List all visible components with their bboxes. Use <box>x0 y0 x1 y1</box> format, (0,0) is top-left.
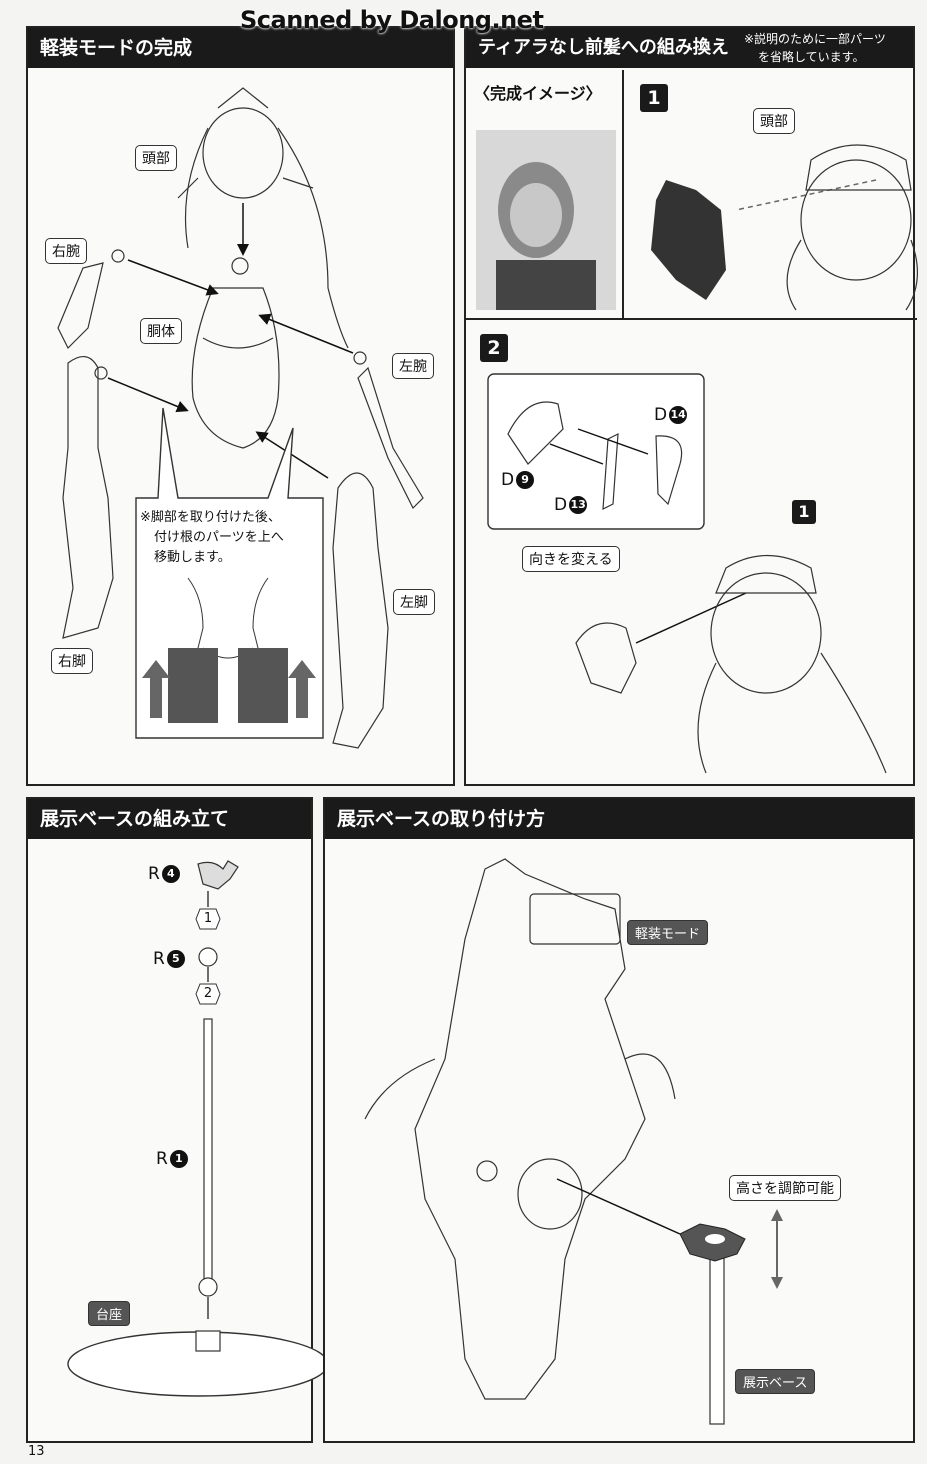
part-r5-number: 5 <box>166 950 185 968</box>
part-d13: D 13 <box>554 495 588 515</box>
panel-title: 軽装モードの完成 <box>28 28 453 68</box>
part-r1: R 1 <box>156 1149 188 1169</box>
complete-image-label: 〈完成イメージ〉 <box>474 84 602 103</box>
up-arrow-left <box>142 660 170 718</box>
part-r1-letter: R <box>156 1149 168 1169</box>
label-head-step1: 頭部 <box>753 108 795 134</box>
callout-note-line-1: ※脚部を取り付けた後、 <box>140 510 281 525</box>
base-assembly-illustration <box>67 860 329 1397</box>
label-base-stand: 台座 <box>88 1301 131 1326</box>
part-r4-letter: R <box>148 864 160 884</box>
part-d9-number: 9 <box>516 471 535 489</box>
step-2-ref-badge: 1 <box>792 500 816 524</box>
omission-note-line-2: を省略しています。 <box>758 50 865 64</box>
panel-light-mode: 軽装モードの完成 <box>26 26 455 786</box>
label-turn-direction: 向きを変える <box>522 546 620 572</box>
left-leg-part <box>332 472 389 749</box>
head-part <box>177 87 349 349</box>
label-torso: 胴体 <box>140 318 182 344</box>
panel-no-tiara: ティアラなし前髪への組み換え ※説明のために一部パーツ を省略しています。 〈完… <box>464 26 919 786</box>
step-1-illustration <box>651 144 919 311</box>
step-1-badge: 1 <box>640 84 668 112</box>
part-r4: R 4 <box>148 864 180 884</box>
panel-base-assembly: 展示ベースの組み立て R 4 R 5 R 1 1 2 台座 <box>26 797 329 1443</box>
label-head: 頭部 <box>135 145 177 171</box>
part-d9: D 9 <box>501 470 535 490</box>
part-r1-number: 1 <box>169 1150 188 1168</box>
omission-note: ※説明のために一部パーツ を省略しています。 <box>744 30 886 66</box>
step-2-parts-box <box>487 373 705 530</box>
right-leg-part <box>62 356 114 639</box>
part-r5: R 5 <box>153 949 185 969</box>
torso-part <box>191 257 280 449</box>
part-d9-letter: D <box>501 470 515 490</box>
callout-note: ※脚部を取り付けた後、 付け根のパーツを上へ 移動します。 <box>140 508 284 568</box>
up-arrow-right <box>288 660 316 718</box>
complete-image-photo <box>476 130 616 310</box>
part-r5-letter: R <box>153 949 165 969</box>
label-light-mode: 軽装モード <box>627 920 709 945</box>
part-d14-number: 14 <box>669 406 688 424</box>
base-attach-illustration <box>364 858 783 1425</box>
divider-vertical <box>622 70 624 320</box>
callout-note-line-3: 移動します。 <box>154 550 231 565</box>
divider-horizontal <box>466 318 917 320</box>
panel-title: ティアラなし前髪への組み換え <box>466 28 913 68</box>
panel-title: 展示ベースの取り付け方 <box>325 799 913 839</box>
part-d13-number: 13 <box>569 496 588 514</box>
complete-image-box: 〈完成イメージ〉 <box>466 70 624 320</box>
label-height-adjustable: 高さを調節可能 <box>729 1175 841 1201</box>
label-display-base: 展示ベース <box>735 1369 816 1394</box>
step-2-badge: 2 <box>480 334 508 362</box>
part-d14: D 14 <box>654 405 688 425</box>
part-d13-letter: D <box>554 495 568 515</box>
label-left-leg: 左脚 <box>393 589 435 615</box>
watermark-text: Scanned by Dalong.net <box>240 6 544 34</box>
panel-title: 展示ベースの組み立て <box>28 799 311 839</box>
panel-base-attach: 展示ベースの取り付け方 軽装モード 高さを調節可能 展示ベース <box>323 797 915 1443</box>
part-r4-number: 4 <box>161 865 180 883</box>
omission-note-line-1: ※説明のために一部パーツ <box>744 32 886 46</box>
label-left-arm: 左腕 <box>392 353 434 379</box>
label-right-leg: 右脚 <box>51 648 93 674</box>
right-arm-part <box>57 249 125 350</box>
figure-light-mode-illustration <box>57 87 424 749</box>
part-d14-letter: D <box>654 405 668 425</box>
order-step-2: 2 <box>203 986 213 1001</box>
label-right-arm: 右腕 <box>45 238 87 264</box>
page-number: 13 <box>28 1444 45 1459</box>
order-step-1: 1 <box>203 911 213 926</box>
callout-note-line-2: 付け根のパーツを上へ <box>154 530 284 545</box>
left-arm-part <box>353 351 424 510</box>
step-2-illustration <box>575 554 887 774</box>
